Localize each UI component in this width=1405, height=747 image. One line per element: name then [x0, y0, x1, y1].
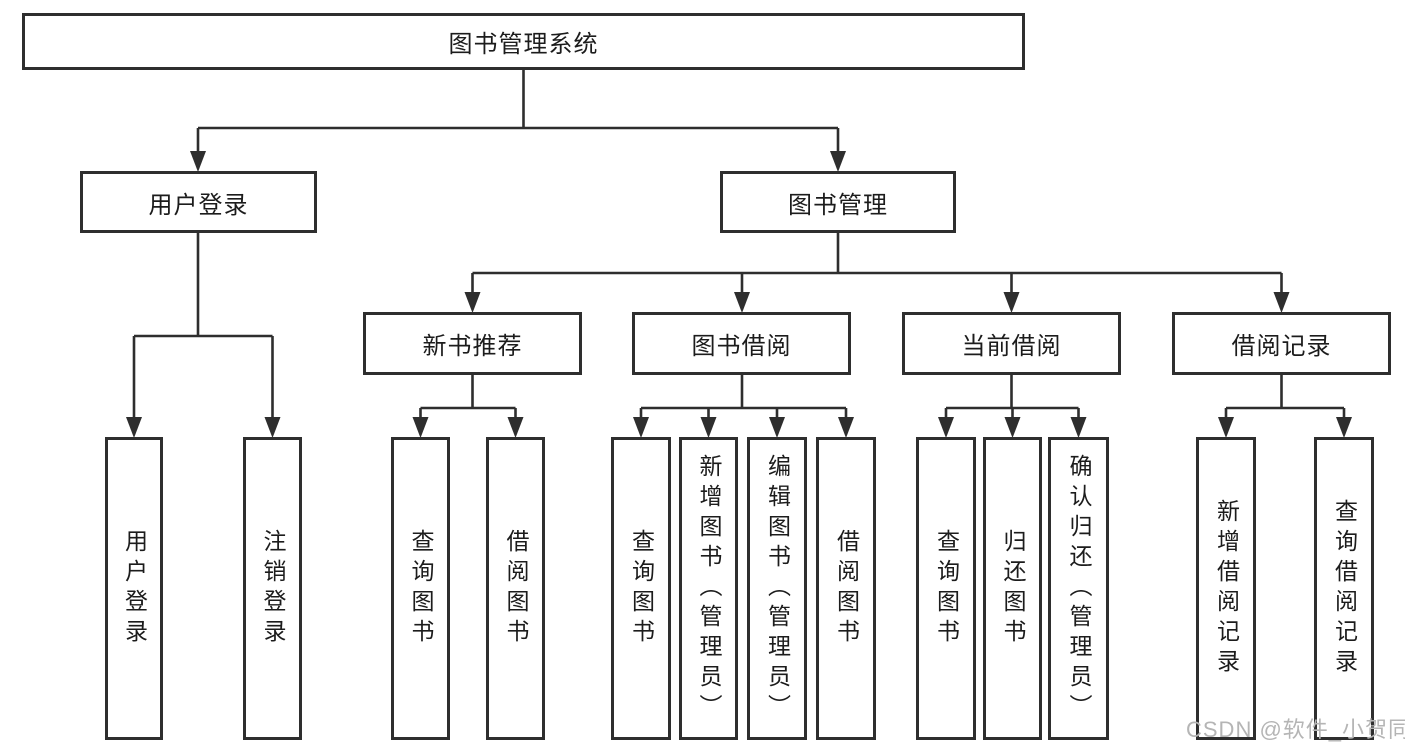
arrow-down-icon	[734, 292, 750, 313]
node-borrowing-records: 借阅记录	[1172, 312, 1391, 375]
arrow-down-icon	[190, 151, 206, 172]
node-book-borrowing-label: 图书借阅	[691, 333, 792, 360]
node-bb-borrow-books-label: 借阅图书	[833, 528, 860, 649]
arrow-down-icon	[412, 417, 429, 438]
node-cb-query-books-label: 查询图书	[933, 528, 960, 649]
node-book-management: 图书管理	[720, 171, 956, 233]
node-library-system: 图书管理系统	[22, 13, 1025, 70]
node-bb-add-books-admin-label: 新增图书（管理员）	[696, 453, 722, 724]
node-bb-add-books-admin: 新增图书（管理员）	[679, 437, 738, 740]
node-cb-confirm-return-admin: 确认归还（管理员）	[1048, 437, 1109, 740]
arrow-down-icon	[1004, 417, 1021, 438]
node-nb-query-books-label: 查询图书	[408, 528, 434, 649]
node-bb-edit-books-admin: 编辑图书（管理员）	[747, 437, 807, 740]
node-user-login: 用户登录	[80, 171, 317, 233]
arrow-down-icon	[1070, 417, 1087, 438]
arrow-down-icon	[1336, 417, 1352, 438]
node-br-query-record: 查询借阅记录	[1314, 437, 1374, 740]
arrow-down-icon	[507, 417, 524, 438]
arrow-down-icon	[464, 292, 481, 313]
node-bb-borrow-books: 借阅图书	[816, 437, 876, 740]
arrow-down-icon	[1273, 292, 1290, 313]
node-nb-query-books: 查询图书	[391, 437, 450, 740]
node-logout-label: 注销登录	[260, 528, 286, 649]
node-library-system-label: 图书管理系统	[448, 31, 599, 58]
node-bb-query-books-label: 查询图书	[628, 528, 655, 649]
node-br-add-record: 新增借阅记录	[1196, 437, 1256, 740]
node-cb-query-books: 查询图书	[916, 437, 976, 740]
node-bb-query-books: 查询图书	[611, 437, 671, 740]
node-cb-return-books: 归还图书	[983, 437, 1042, 740]
node-borrowing-records-label: 借阅记录	[1231, 333, 1332, 360]
node-new-book-recommend-label: 新书推荐	[422, 333, 523, 360]
arrow-down-icon	[769, 417, 785, 438]
watermark: CSDN @软件_小贺同学	[1186, 717, 1405, 742]
node-user-login-label: 用户登录	[148, 191, 249, 219]
node-login: 用户登录	[105, 437, 163, 740]
arrow-down-icon	[700, 417, 717, 438]
node-br-add-record-label: 新增借阅记录	[1213, 498, 1240, 679]
arrow-down-icon	[264, 417, 281, 438]
arrow-down-icon	[938, 417, 954, 438]
arrow-down-icon	[830, 151, 846, 172]
node-logout: 注销登录	[243, 437, 302, 740]
arrow-down-icon	[126, 417, 142, 438]
node-bb-edit-books-admin-label: 编辑图书（管理员）	[764, 453, 791, 724]
node-br-query-record-label: 查询借阅记录	[1331, 498, 1358, 679]
node-current-borrowing: 当前借阅	[902, 312, 1121, 375]
node-cb-return-books-label: 归还图书	[1000, 528, 1026, 649]
node-current-borrowing-label: 当前借阅	[961, 333, 1062, 360]
node-new-book-recommend: 新书推荐	[363, 312, 582, 375]
node-login-label: 用户登录	[121, 528, 148, 649]
arrow-down-icon	[633, 417, 649, 438]
arrow-down-icon	[838, 417, 854, 438]
arrow-down-icon	[1003, 292, 1020, 313]
node-nb-borrow-books: 借阅图书	[486, 437, 545, 740]
arrow-down-icon	[1218, 417, 1234, 438]
node-book-borrowing: 图书借阅	[632, 312, 851, 375]
node-cb-confirm-return-admin-label: 确认归还（管理员）	[1066, 453, 1092, 724]
node-book-management-label: 图书管理	[788, 191, 888, 219]
node-nb-borrow-books-label: 借阅图书	[503, 528, 529, 649]
